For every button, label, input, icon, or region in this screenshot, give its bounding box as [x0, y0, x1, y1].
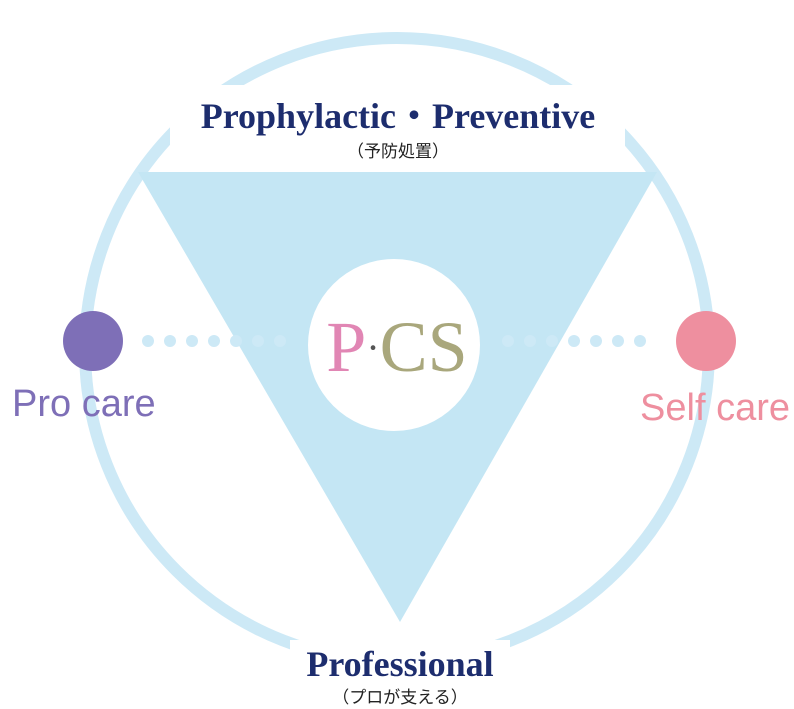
- pcs-logo: P·CS: [326, 307, 467, 387]
- pcs-logo-cs: CS: [380, 307, 468, 387]
- pro-care-node: [63, 311, 123, 371]
- top-subtitle: （予防処置）: [347, 142, 449, 162]
- bottom-subtitle: （プロが支える）: [332, 688, 468, 708]
- right-dotted-connector: [502, 335, 646, 347]
- top-title-backdrop: [170, 85, 625, 165]
- self-care-label: Self care: [640, 387, 790, 429]
- pcs-logo-dot: ·: [366, 325, 379, 370]
- left-dotted-connector: [142, 335, 286, 347]
- top-title: Prophylactic・Preventive: [201, 96, 596, 136]
- pro-care-label: Pro care: [12, 383, 156, 425]
- pcs-logo-p: P: [326, 307, 366, 387]
- self-care-node: [676, 311, 736, 371]
- bottom-title-backdrop: [290, 640, 510, 709]
- bottom-title: Professional: [306, 644, 493, 684]
- center-circle: [308, 259, 480, 431]
